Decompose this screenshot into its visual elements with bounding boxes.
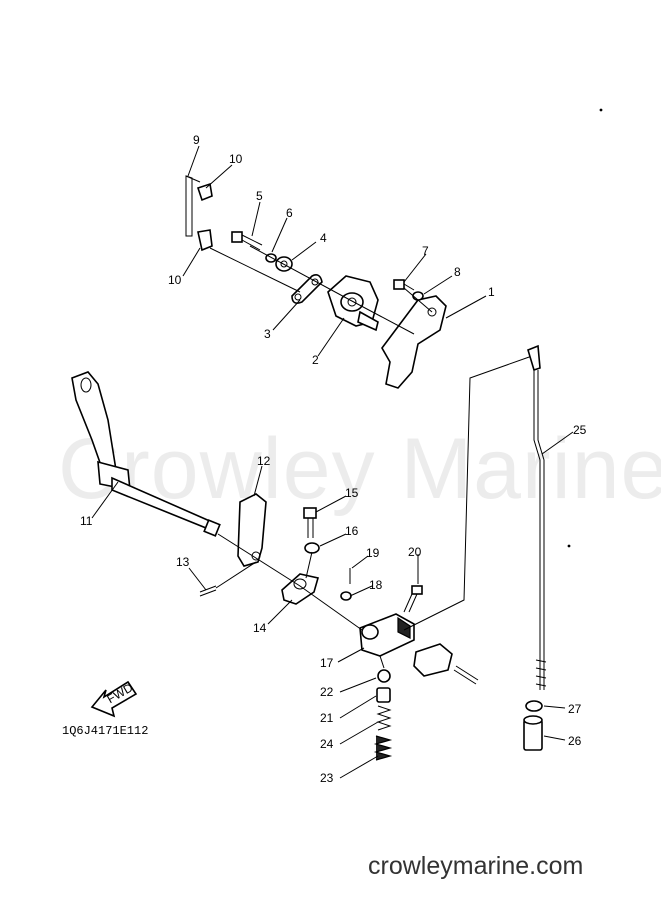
guide-line <box>209 247 301 293</box>
callout-26: 26 <box>568 734 582 748</box>
washer-16 <box>304 542 320 554</box>
screw-20 <box>403 585 423 613</box>
spring-23 <box>373 735 393 761</box>
callout-1: 1 <box>488 285 495 299</box>
ball-22 <box>377 669 391 683</box>
dot <box>567 544 571 548</box>
bolt-5 <box>231 231 263 251</box>
callout-16: 16 <box>345 524 359 538</box>
callout-15: 15 <box>345 486 359 500</box>
spring-24 <box>376 705 392 731</box>
guide-line <box>403 355 533 631</box>
guide-line <box>215 561 257 589</box>
callout-3: 3 <box>264 327 271 341</box>
shift-link-14 <box>281 573 320 605</box>
callout-22: 22 <box>320 685 334 699</box>
bolt-7 <box>393 279 415 291</box>
plunger-21 <box>376 687 391 703</box>
callout-4: 4 <box>320 231 327 245</box>
callout-10-upper: 10 <box>229 152 243 166</box>
callout-5: 5 <box>256 189 263 203</box>
guide-line <box>217 533 363 631</box>
shift-lever-11 <box>71 371 221 537</box>
callout-25: 25 <box>573 423 587 437</box>
callout-23: 23 <box>320 771 334 785</box>
callout-11: 11 <box>80 514 93 528</box>
shift-rod-25 <box>527 344 547 690</box>
guide-line <box>305 551 313 579</box>
cam-2 <box>327 275 379 332</box>
nut-27 <box>525 700 543 712</box>
footer-url: crowleymarine.com <box>368 852 584 880</box>
callout-17: 17 <box>320 656 334 670</box>
callout-7: 7 <box>422 244 429 258</box>
callout-20: 20 <box>408 545 422 559</box>
bolt-15 <box>303 507 317 538</box>
callout-27: 27 <box>568 702 582 716</box>
bracket-1 <box>381 295 447 389</box>
clip-10-upper <box>196 182 213 202</box>
washer-8 <box>412 291 424 301</box>
guide-line <box>249 245 415 335</box>
pin-13 <box>199 585 217 597</box>
dot <box>599 108 603 112</box>
link-3 <box>291 274 323 304</box>
callout-2: 2 <box>312 353 319 367</box>
clip-18 <box>340 591 352 601</box>
link-rod-9 <box>185 175 201 237</box>
lever-12 <box>237 493 267 567</box>
callout-8: 8 <box>454 265 461 279</box>
bushing-26 <box>523 715 543 751</box>
callout-10-lower: 10 <box>168 273 182 287</box>
fwd-arrow-icon: FWD <box>90 680 138 718</box>
clip-10-lower <box>197 229 213 252</box>
callout-19: 19 <box>366 546 380 560</box>
callout-9: 9 <box>193 133 200 147</box>
callout-13: 13 <box>176 555 190 569</box>
guide-line <box>403 287 433 313</box>
cable-connector <box>413 643 479 685</box>
guide-line <box>379 655 385 669</box>
callout-18: 18 <box>369 578 383 592</box>
callout-24: 24 <box>320 737 334 751</box>
shift-arm-17 <box>359 613 415 657</box>
callout-12: 12 <box>257 454 271 468</box>
callout-21: 21 <box>320 711 334 725</box>
drawing-code: 1Q6J4171E112 <box>62 724 149 738</box>
callout-6: 6 <box>286 206 293 220</box>
leader-lines <box>91 145 574 779</box>
callout-14: 14 <box>253 621 267 635</box>
